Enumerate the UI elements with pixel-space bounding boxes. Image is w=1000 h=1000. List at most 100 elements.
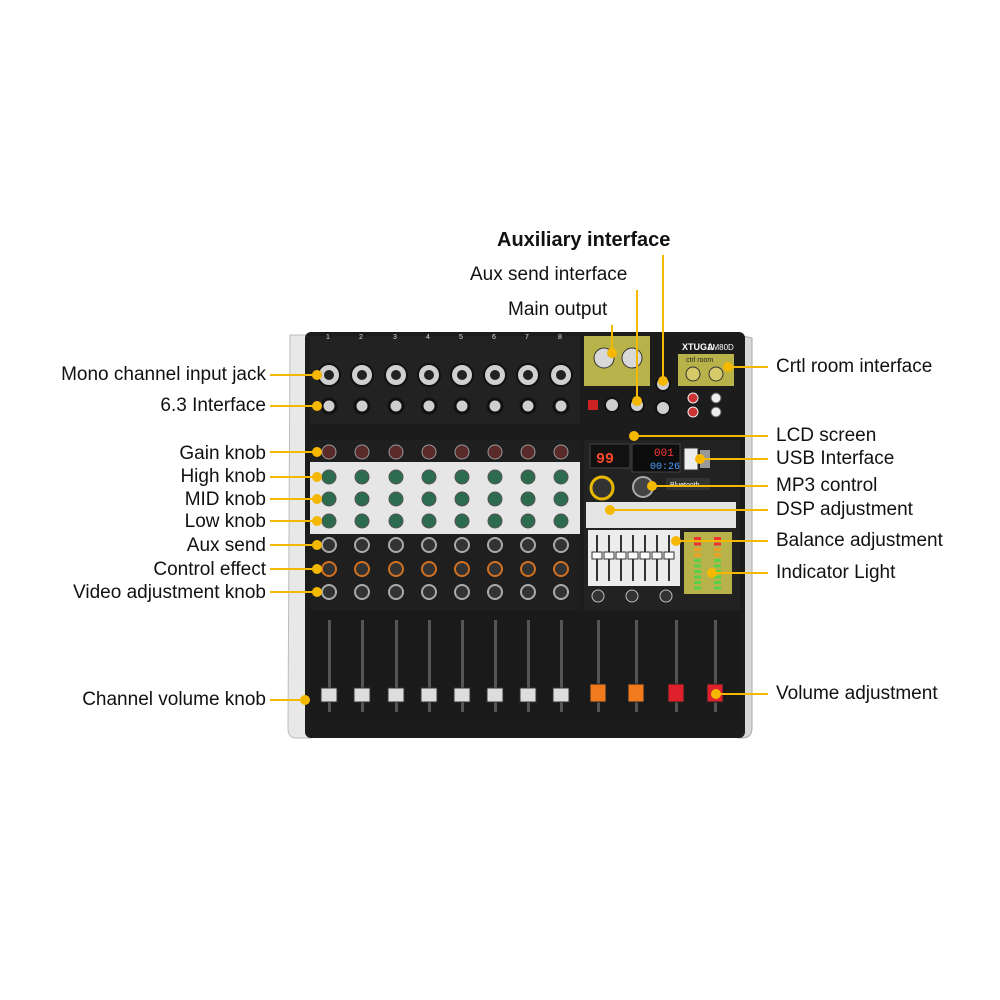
aux-send-knob-8 <box>553 537 569 553</box>
master-fader-cap-3 <box>667 683 685 703</box>
indicator-lights <box>694 537 721 590</box>
xlr-jack-hole-8 <box>556 370 566 380</box>
callout-dot-left-10 <box>300 695 310 705</box>
meter-led-r-1 <box>714 537 721 540</box>
rca-jack-4 <box>710 406 722 418</box>
label-mid-knob: MID knob <box>184 489 266 510</box>
fader-track-4 <box>428 620 431 712</box>
effect-knob-1 <box>321 561 337 577</box>
fader-cap-3 <box>387 687 405 703</box>
geq-cap-7 <box>663 551 675 560</box>
callout-dot-left-2 <box>312 401 322 411</box>
lcd-left-readout: 99 <box>596 451 614 468</box>
fader-cap-6 <box>486 687 504 703</box>
rca-jack-2 <box>710 392 722 404</box>
gain-knob-8 <box>553 444 569 460</box>
label-gain-knob: Gain knob <box>179 443 266 464</box>
label-main-output: Main output <box>508 299 608 320</box>
callouts <box>270 255 768 705</box>
fader-track-7 <box>527 620 530 712</box>
label-auxiliary-interface: Auxiliary interface <box>497 229 671 251</box>
callout-dot-main-output <box>607 348 617 358</box>
label-high-knob: High knob <box>180 466 266 487</box>
line-in-jack-5 <box>453 397 471 415</box>
callout-dot-left-3 <box>312 447 322 457</box>
master-fader-track-3 <box>675 620 678 712</box>
callout-dot-aux-send <box>632 396 642 406</box>
callout-dot-right-7 <box>707 568 717 578</box>
label-lcd-screen: LCD screen <box>776 425 877 446</box>
meter-led-r-2 <box>714 542 721 546</box>
mp3-display-top: 001 <box>654 448 674 460</box>
mid-knob-5 <box>454 491 470 507</box>
fader-cap-1 <box>320 687 338 703</box>
gain-knob-6 <box>487 444 503 460</box>
xlr-jack-hole-7 <box>523 370 533 380</box>
fader-cap-8 <box>552 687 570 703</box>
master-fader-track-2 <box>635 620 638 712</box>
master-knob-2 <box>625 589 639 603</box>
xlr-jack-hole-4 <box>424 370 434 380</box>
fader-track-5 <box>461 620 464 712</box>
mp3-display-bottom: 00:26 <box>650 462 680 473</box>
meter-led-l-3 <box>694 548 701 551</box>
label-low-knob: Low knob <box>184 511 266 532</box>
label-mono-channel-input-jack: Mono channel input jack <box>61 364 266 385</box>
xlr-jack-hole-3 <box>391 370 401 380</box>
label-usb-interface: USB Interface <box>776 448 895 469</box>
callout-dot-left-1 <box>312 370 322 380</box>
quarter-jacks <box>320 397 570 415</box>
line-in-jack-2 <box>353 397 371 415</box>
meter-led-r-8 <box>714 575 721 579</box>
label-video-adjustment-knob: Video adjustment knob <box>73 582 266 603</box>
line-in-jack-6 <box>486 397 504 415</box>
fader-cap-4 <box>420 687 438 703</box>
master-fader-cap-2 <box>627 683 645 703</box>
aux-send-knob-2 <box>354 537 370 553</box>
callout-dot-left-5 <box>312 494 322 504</box>
aux-send-knob-6 <box>487 537 503 553</box>
callout-dot-right-2 <box>629 431 639 441</box>
low-knob-7 <box>520 513 536 529</box>
xlr-jack-hole-1 <box>324 370 334 380</box>
faders <box>320 620 724 712</box>
low-knob-2 <box>354 513 370 529</box>
fader-track-6 <box>494 620 497 712</box>
high-knob-4 <box>421 469 437 485</box>
gain-knob-1 <box>321 444 337 460</box>
meter-led-l-5 <box>694 559 701 562</box>
gain-knob-4 <box>421 444 437 460</box>
meter-led-l-6 <box>694 564 701 568</box>
high-knob-3 <box>388 469 404 485</box>
meter-led-l-10 <box>694 586 701 590</box>
gain-knob-3 <box>388 444 404 460</box>
callout-dot-left-7 <box>312 540 322 550</box>
geq-cap-3 <box>615 551 627 560</box>
mid-knob-7 <box>520 491 536 507</box>
mid-knob-6 <box>487 491 503 507</box>
lcd-screen <box>589 443 631 469</box>
callout-dot-right-6 <box>671 536 681 546</box>
label-balance-adjustment: Balance adjustment <box>776 530 943 551</box>
indicator-meter <box>684 532 732 594</box>
dsp-knob <box>589 475 615 501</box>
label-6-3-interface: 6.3 Interface <box>160 395 266 416</box>
line-in-jack-3 <box>387 397 405 415</box>
meter-led-r-7 <box>714 570 721 573</box>
xlr-jack-hole-6 <box>490 370 500 380</box>
mp3-display <box>631 443 681 473</box>
line-in-jack-1 <box>320 397 338 415</box>
label-dsp-adjustment: DSP adjustment <box>776 499 913 520</box>
fader-track-3 <box>395 620 398 712</box>
master-knob-3 <box>659 589 673 603</box>
meter-led-l-2 <box>694 542 701 546</box>
high-knob-1 <box>321 469 337 485</box>
high-knob-8 <box>553 469 569 485</box>
mid-knob-3 <box>388 491 404 507</box>
mid-knob-1 <box>321 491 337 507</box>
aux-send-knob-5 <box>454 537 470 553</box>
graphic-eq-sliders <box>591 535 675 581</box>
channel-number-1: 1 <box>326 334 330 341</box>
